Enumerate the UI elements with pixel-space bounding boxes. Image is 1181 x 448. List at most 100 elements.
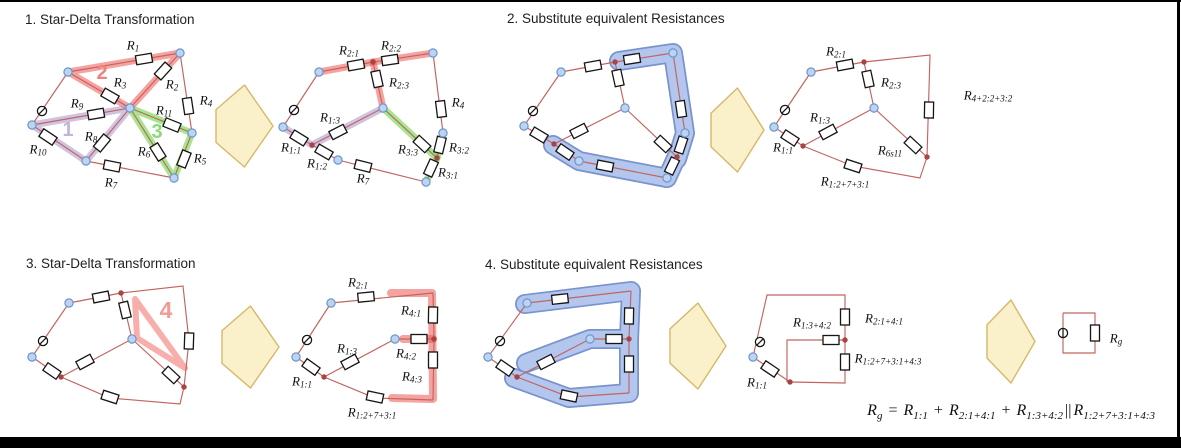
circuit-node [187, 128, 197, 138]
junction-dot [842, 337, 848, 343]
triangle-star-highlight [387, 289, 437, 403]
circuit-node [378, 103, 388, 113]
region-number-label: 4 [160, 297, 173, 323]
resistor-icon [535, 353, 557, 371]
resistor-icon [550, 292, 570, 306]
wire [295, 302, 332, 358]
junction-dot [514, 374, 520, 380]
resistor-icon [779, 128, 801, 148]
wire [31, 71, 69, 126]
resistor-icon [817, 123, 839, 141]
resistor-label: R2 [165, 77, 179, 93]
resistor-icon [183, 332, 195, 350]
resistor-icon [759, 359, 781, 379]
resistor-icon [412, 134, 432, 154]
resistor-icon [410, 333, 428, 345]
wire [282, 71, 320, 128]
wire [773, 71, 812, 128]
circuit-node [125, 103, 135, 113]
step-1-title: 1. Star-Delta Transformation [25, 12, 195, 27]
circuit-node [175, 48, 185, 58]
resistor-label: R1 [126, 38, 139, 54]
resistor-label: R4:3 [401, 369, 422, 385]
step-arrow-icon [710, 87, 765, 173]
wire [60, 376, 185, 405]
equation-operator: + [929, 402, 947, 419]
circuit-step4-highlighted [483, 281, 641, 408]
wire [789, 340, 846, 384]
circuit-step2-highlighted [519, 43, 695, 188]
junction-dot [181, 384, 187, 390]
circuit-node [585, 334, 595, 344]
junction-dot [431, 336, 437, 342]
frame-top-border [0, 0, 1181, 2]
triangle-star-highlight [132, 296, 188, 371]
phi-source-icon [1057, 327, 1069, 339]
resistor-label: R1:3 [336, 341, 357, 357]
wire [672, 52, 686, 134]
resistor-icon [380, 53, 400, 67]
resistor-icon [822, 334, 840, 346]
frame-bottom-border [0, 437, 1181, 448]
resistor-label: R3:1 [437, 165, 458, 181]
resistor-icon [149, 141, 167, 163]
resistor-label: R1:2+7+3:1+4:3 [854, 351, 922, 367]
wire [802, 145, 928, 179]
resistor-label: R2:1+4:1 [864, 311, 903, 327]
wire [432, 338, 435, 401]
equation-variable: R [867, 402, 877, 419]
resistor-icon [674, 99, 688, 119]
resistor-icon [153, 61, 173, 81]
wire [67, 71, 131, 109]
wire [330, 292, 434, 304]
equation-operator: || [1065, 402, 1072, 419]
resistor-label: R2:1 [347, 275, 368, 291]
phi-source-icon [301, 334, 313, 346]
phi-source-icon [779, 104, 791, 116]
resistor-label: R11 [155, 103, 172, 119]
resistor-icon [161, 365, 181, 385]
phi-source-icon [754, 336, 766, 348]
resistor-label: R1:1 [291, 374, 312, 390]
circuit-node [291, 352, 301, 362]
resistor-icon [356, 291, 376, 303]
junction-dot [370, 59, 376, 65]
resistor-label: R1:1 [746, 375, 767, 391]
resistor-icon [339, 353, 361, 371]
resistor-label: R4 [451, 95, 465, 111]
wire [337, 159, 427, 183]
junction-dot [612, 59, 618, 65]
circuit-node [390, 334, 400, 344]
resistor-icon [365, 390, 385, 404]
resistor-icon [91, 290, 111, 304]
circuit-step3-highlighted: 4 [27, 285, 195, 405]
circuit-node [169, 173, 179, 183]
region-number-label: 2 [96, 62, 107, 84]
step-4-title: 4. Substitute equivalent Resistances [485, 257, 703, 272]
circuit-node [748, 352, 758, 362]
junction-dot [551, 141, 557, 147]
circuit-node [278, 122, 288, 132]
circuit-node [63, 67, 73, 77]
step-arrow-icon [986, 299, 1036, 384]
resistor-label: R1:3 [319, 110, 340, 126]
equation: Rg = R1:1 + R2:1+4:1 + R1:3+4:2||R1:2+7+… [867, 402, 1155, 422]
wire [786, 339, 845, 382]
resistor-icon [134, 52, 154, 66]
wire [31, 107, 131, 126]
equation-variable: R [903, 402, 914, 419]
resistor-label: R8 [84, 129, 98, 145]
junction-dot [321, 374, 327, 380]
wire [31, 302, 70, 358]
resistor-label: R9 [70, 96, 84, 112]
resistor-icon [605, 333, 623, 345]
resistor-icon [839, 353, 851, 371]
resistor-icon [432, 135, 448, 155]
circuit-node [662, 173, 672, 183]
resistor-icon [162, 116, 182, 134]
wire [578, 160, 668, 179]
resistor-label: R5 [193, 151, 207, 167]
phi-source-icon [37, 335, 49, 347]
